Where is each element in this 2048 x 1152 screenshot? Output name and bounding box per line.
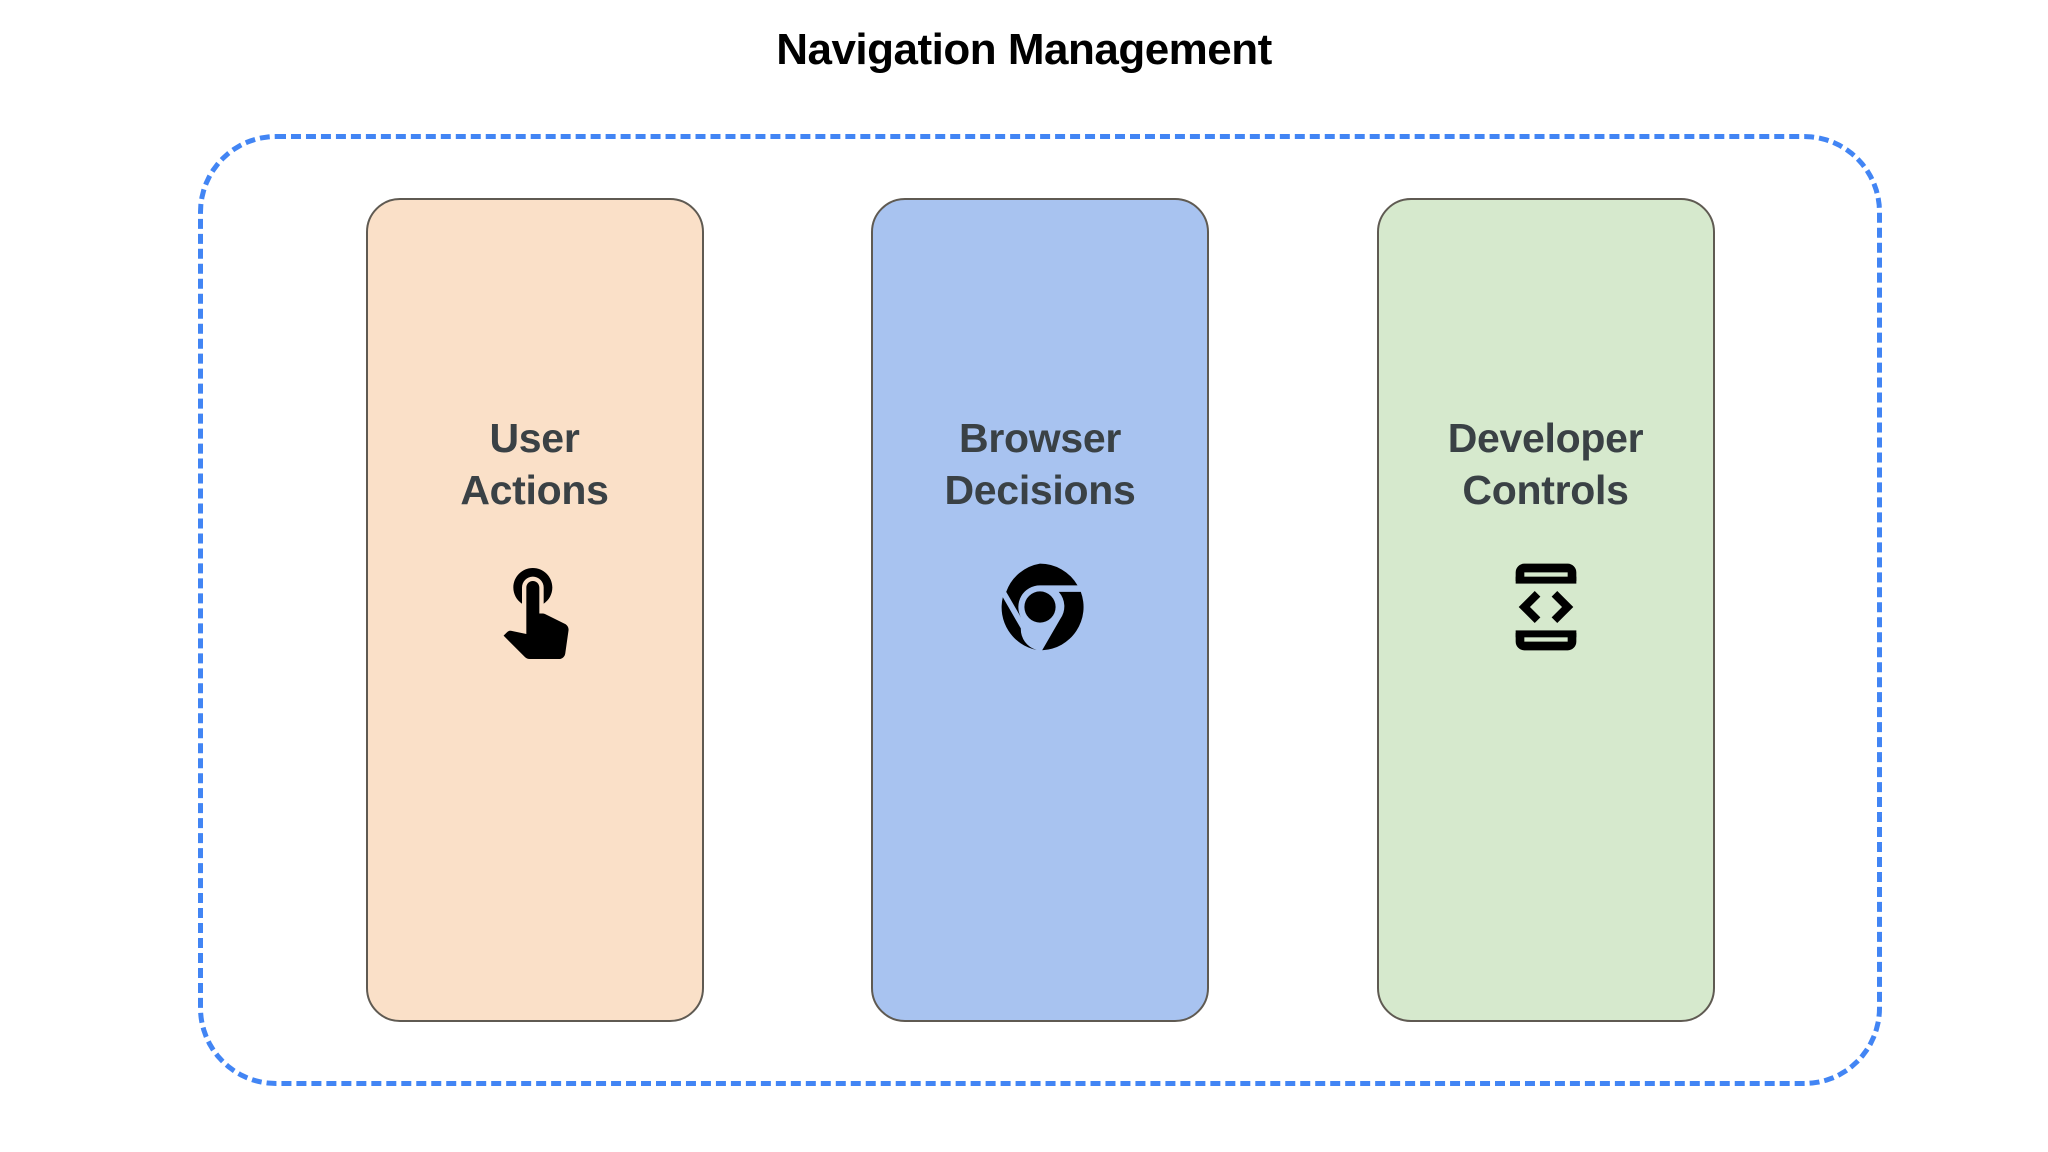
card-row: User Actions Browser Decisions (198, 134, 1882, 1086)
chrome-logo-icon (988, 555, 1092, 659)
developer-mode-icon (1494, 555, 1598, 659)
card-title-developer-controls: Developer Controls (1447, 415, 1644, 514)
card-title-user-actions: User Actions (460, 415, 609, 514)
card-user-actions[interactable]: User Actions (365, 198, 704, 1022)
page-title: Navigation Management (776, 25, 1272, 74)
tap-gesture-icon (483, 555, 587, 659)
navigation-group-container (198, 134, 1882, 1086)
card-browser-decisions[interactable]: Browser Decisions (871, 198, 1209, 1022)
card-title-browser-decisions: Browser Decisions (944, 415, 1136, 514)
card-developer-controls[interactable]: Developer Controls (1376, 198, 1715, 1022)
